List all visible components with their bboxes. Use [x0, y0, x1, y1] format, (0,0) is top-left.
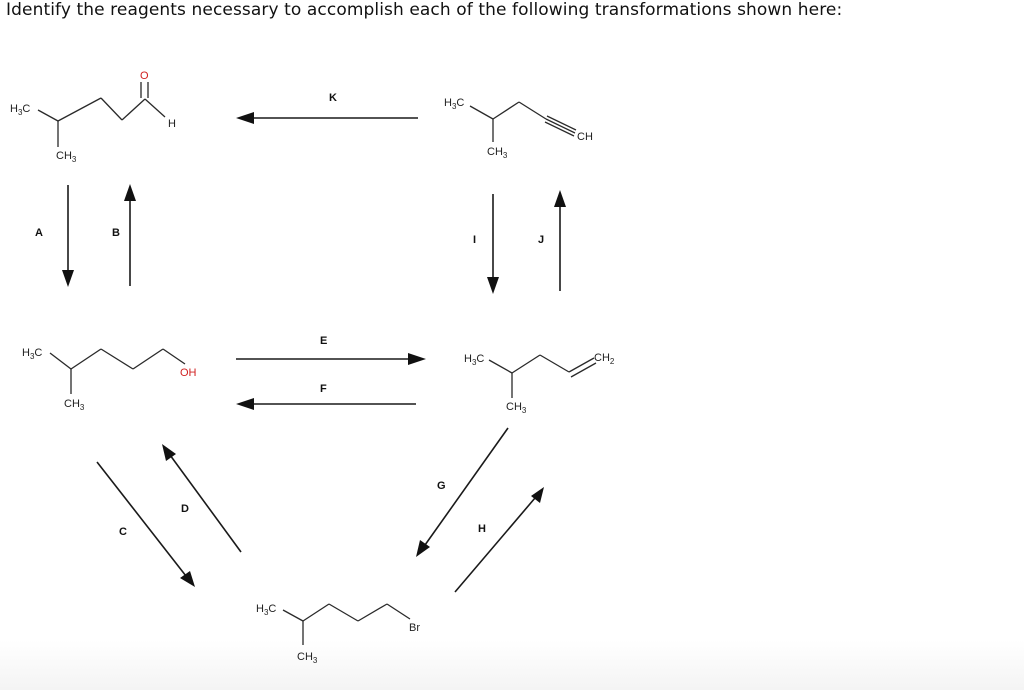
arrow-d — [162, 444, 242, 553]
arrow-i — [487, 194, 499, 294]
arrow-j — [554, 190, 566, 291]
label-b: B — [112, 227, 120, 239]
alkene-ch3-label: CH3 — [506, 401, 527, 415]
label-j: J — [538, 234, 544, 246]
aldehyde-oxygen-label: O — [140, 70, 149, 82]
bromide-br-label: Br — [409, 622, 420, 634]
arrow-f — [236, 398, 416, 410]
arrow-b — [124, 184, 136, 286]
label-d: D — [181, 503, 189, 515]
aldehyde-h3c-label: H3C — [10, 103, 30, 117]
aldehyde-molecule: H3C CH3 O H — [10, 70, 176, 164]
alkyne-molecule: H3C CH3 CH — [444, 97, 593, 160]
question-text: Identify the reagents necessary to accom… — [6, 0, 843, 20]
alcohol-oh-label: OH — [180, 367, 197, 379]
alcohol-ch3-label: CH3 — [64, 398, 85, 412]
alkyne-ch-label: CH — [577, 131, 593, 143]
label-h: H — [478, 523, 486, 535]
alkyne-h3c-label: H3C — [444, 97, 464, 111]
bromide-h3c-label: H3C — [256, 603, 276, 617]
arrow-k — [236, 112, 418, 124]
arrow-a — [62, 185, 74, 287]
label-k: K — [329, 92, 337, 104]
label-i: I — [473, 234, 476, 246]
bromide-ch3-label: CH3 — [297, 651, 318, 665]
alkene-molecule: H3C CH3 CH2 — [464, 352, 615, 415]
aldehyde-h-label: H — [168, 118, 176, 130]
label-e: E — [320, 335, 327, 347]
label-a: A — [35, 227, 43, 239]
alkene-ch2-label: CH2 — [594, 352, 615, 366]
alcohol-h3c-label: H3C — [22, 347, 42, 361]
arrow-h — [454, 487, 544, 593]
alcohol-molecule: H3C CH3 OH — [22, 347, 197, 412]
alkene-h3c-label: H3C — [464, 353, 484, 367]
alkyne-ch3-label: CH3 — [487, 146, 508, 160]
label-f: F — [320, 383, 327, 395]
arrow-e — [236, 353, 426, 365]
aldehyde-ch3-label: CH3 — [56, 150, 77, 164]
label-c: C — [119, 526, 127, 538]
arrow-g — [416, 427, 509, 557]
bromide-molecule: H3C CH3 Br — [256, 603, 420, 665]
arrow-c — [96, 461, 195, 587]
label-g: G — [437, 480, 446, 492]
